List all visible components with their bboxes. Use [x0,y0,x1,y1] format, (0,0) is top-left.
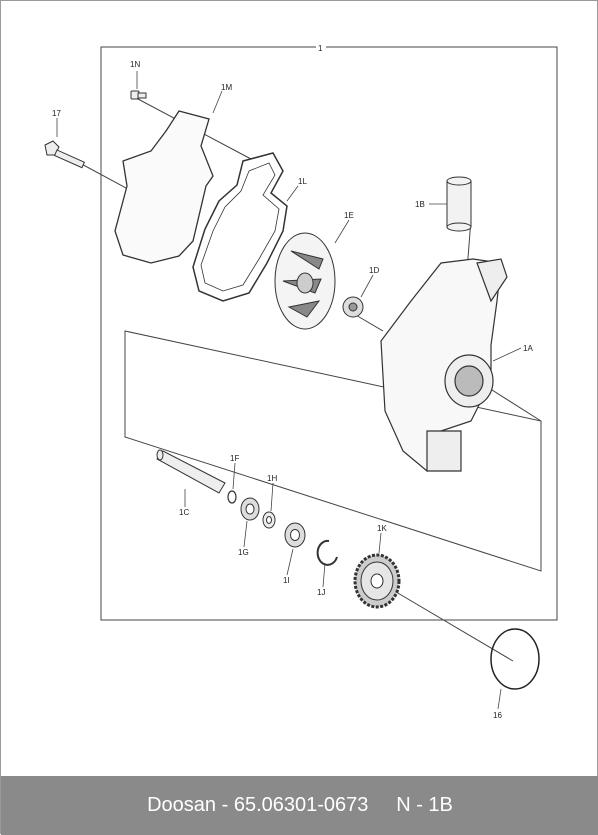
exploded-parts-diagram: 1 1N 1M 17 1L 1E 1B 1D 1A 1F 1H 1C 1G 1K… [44,44,558,720]
pipe-1B-icon [446,176,472,232]
ring-1F-icon [227,490,237,504]
label-1D: 1D [369,266,379,275]
impeller-1E-icon [274,232,336,330]
spacer-1H-icon [262,511,276,529]
label-1B: 1B [415,200,425,209]
label-1G: 1G [238,548,249,557]
shaft-1C-icon [156,449,226,494]
part-number: 65.06301-0673 [233,794,369,816]
label-1F: 1F [230,454,239,463]
small-bolt-1N-icon [130,90,147,100]
gasket-1L-icon [192,152,288,302]
label-1M: 1M [221,83,232,92]
label-1H: 1H [267,474,277,483]
caption-gap [368,794,396,817]
label-1A: 1A [523,344,533,353]
pump-housing-1A-icon [380,258,508,473]
seal-1D-icon [342,296,364,318]
bearing-1G-icon [240,497,260,521]
caption-separator: - [216,794,234,816]
label-1N: 1N [130,60,140,69]
label-1J: 1J [317,588,325,597]
assembly-frame [100,46,558,621]
label-16: 16 [493,711,502,720]
label-17: 17 [52,109,61,118]
label-1C: 1C [179,508,189,517]
gear-1K-icon [353,553,401,609]
bearing-1I-icon [284,522,306,548]
label-1I: 1I [283,576,290,585]
brand-name: Doosan [147,794,217,816]
label-1L: 1L [298,177,307,186]
label-1: 1 [318,44,323,53]
label-1K: 1K [377,524,387,533]
long-bolt-17-icon [44,140,86,169]
o-ring-16-icon [490,628,540,690]
cover-plate-1M-icon [114,110,214,264]
part-code: N - 1B [396,794,453,816]
part-caption-bar: Doosan - 65.06301-0673 N - 1B [1,776,598,835]
circlip-1J-icon [316,539,338,566]
label-1E: 1E [344,211,354,220]
